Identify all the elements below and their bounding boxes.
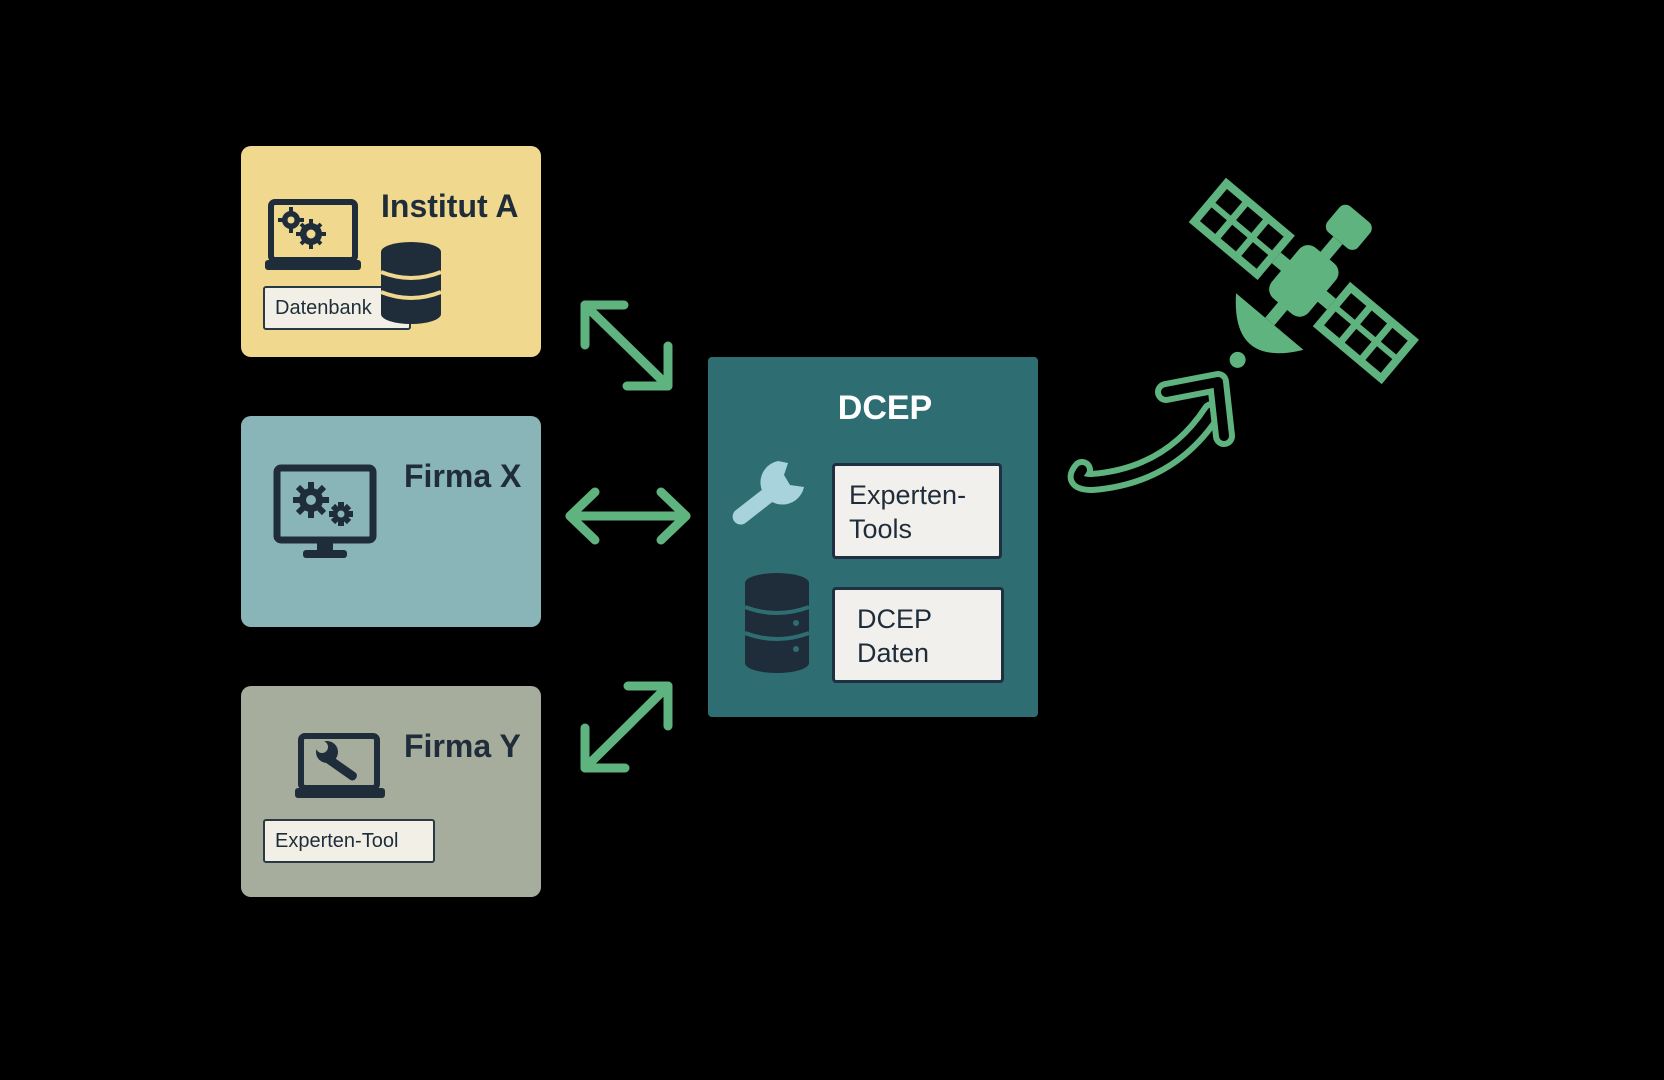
dcep-hub: DCEP Experten- Tools DCEP Daten — [708, 357, 1038, 717]
satellite-icon — [1188, 177, 1420, 385]
database-icon — [380, 242, 442, 324]
wrench-icon — [732, 461, 804, 525]
monitor-gears-icon — [273, 464, 377, 558]
participant-card-firma-x: Firma X — [241, 416, 541, 627]
expert-tools-line-2: Tools — [849, 514, 913, 544]
laptop-wrench-icon — [295, 733, 385, 798]
dcep-data-line-2: Daten — [857, 638, 930, 668]
participant-card-institut-a: Institut A Datenbank — [241, 146, 541, 357]
dcep-data-line-1: DCEP — [857, 604, 933, 634]
laptop-gears-icon — [265, 199, 361, 270]
participant-title: Institut A — [381, 188, 519, 224]
database-icon — [744, 573, 810, 673]
expert-tools-line-1: Experten- — [849, 480, 967, 510]
participant-card-firma-y: Firma Y Experten-Tool — [241, 686, 541, 897]
dcep-data-box: DCEP Daten — [832, 587, 1004, 683]
participant-title: Firma Y — [404, 728, 521, 764]
participant-title: Firma X — [404, 458, 522, 494]
hub-title: DCEP — [837, 389, 933, 427]
participant-label-box: Experten-Tool — [263, 819, 435, 863]
expert-tools-box: Experten- Tools — [832, 463, 1002, 559]
